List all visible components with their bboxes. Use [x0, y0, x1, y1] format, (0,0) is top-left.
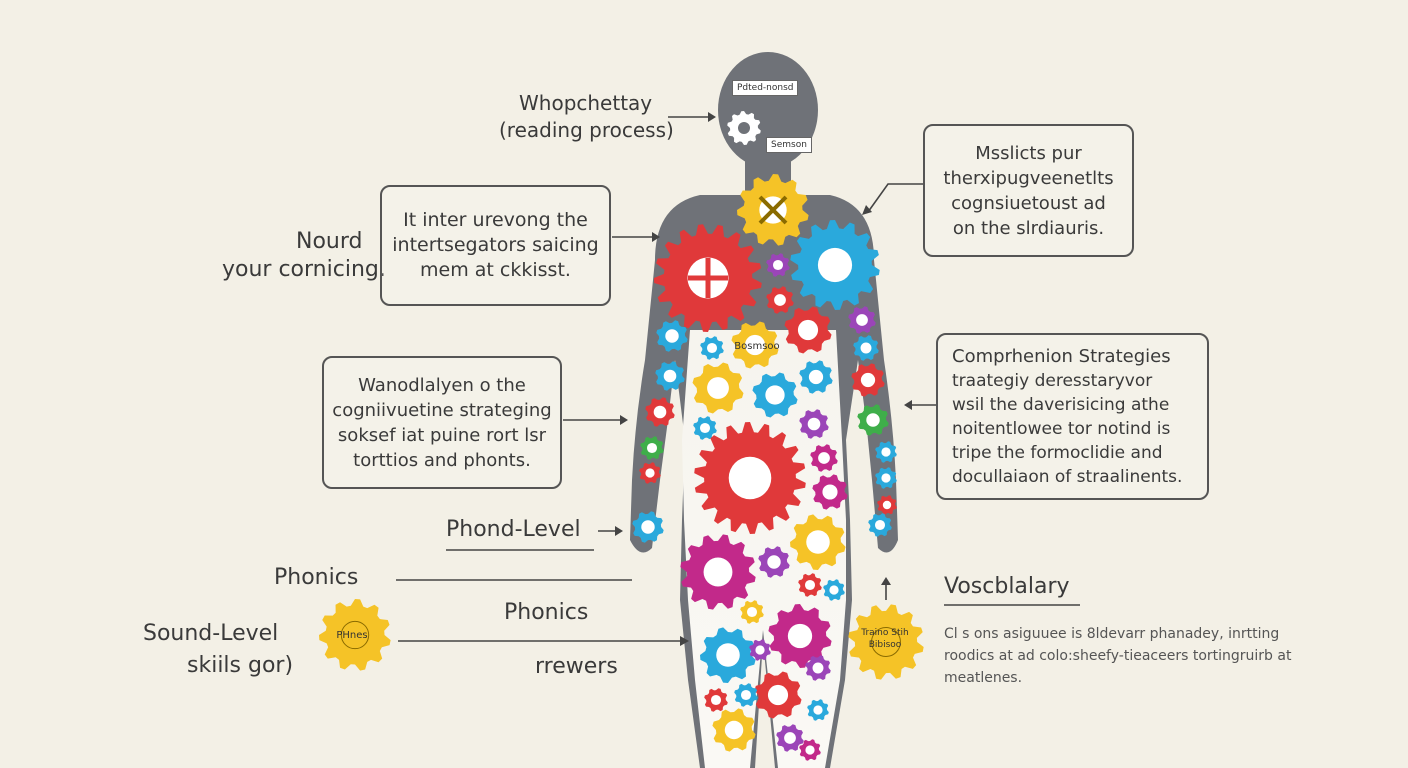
- gear-hole: [746, 606, 758, 618]
- gear-hole: [806, 530, 830, 554]
- gear-hole: [744, 334, 766, 356]
- info-box-1: It inter urevong the intertsegators saic…: [380, 185, 611, 306]
- gear-hole: [860, 372, 876, 388]
- label-phonics-center: Phonics: [504, 600, 589, 625]
- gear-hole: [812, 662, 824, 674]
- gear-hole: [340, 620, 370, 650]
- info-box-2: Wanodlalyen o the cogniivuetine strategi…: [322, 356, 562, 489]
- gear-icon: [319, 599, 391, 671]
- gear-hole: [805, 745, 815, 755]
- head-gear-hole: [738, 122, 750, 134]
- gear-hole: [772, 259, 784, 271]
- box1-line-3: mem at ckkisst.: [420, 259, 571, 281]
- gear-hole: [728, 456, 772, 500]
- gear-hole: [829, 585, 839, 595]
- gear-cluster: [319, 111, 924, 761]
- gear-hole: [663, 369, 677, 383]
- box4-line-2: traategiy deresstaryvor: [952, 370, 1153, 391]
- box2-line-2: cogniivuetine strateging: [332, 399, 552, 421]
- box3-line-2: therxipugveenetlts: [943, 167, 1114, 189]
- label-rrewers: rrewers: [535, 654, 618, 679]
- phonics-gear-label: PHnes: [336, 630, 368, 641]
- info-box-3: Msslicts pur therxipugveenetlts cognsiue…: [923, 124, 1134, 257]
- gear-hole: [866, 413, 880, 427]
- label-vocabulary: Voscblalary: [944, 574, 1070, 599]
- gear-hole: [740, 689, 752, 701]
- gear-hole: [784, 732, 796, 744]
- box1-line-1: It inter urevong the: [403, 209, 588, 231]
- label-your-cornicing: your cornicing.: [222, 257, 386, 282]
- connector-arrows: [396, 112, 1080, 646]
- box2-line-1: Wanodlalyen o the: [358, 374, 526, 396]
- gear-hole: [765, 385, 785, 405]
- box3-line-4: on the slrdiauris.: [952, 217, 1105, 239]
- gear-hole: [641, 520, 655, 534]
- gear-hole: [874, 519, 886, 531]
- gear-hole: [808, 369, 824, 385]
- box3-line-3: cognsiuetoust ad: [951, 192, 1106, 214]
- gear-icon: [848, 604, 924, 680]
- gear-hole: [818, 452, 830, 464]
- gear-hole: [646, 442, 658, 454]
- gear-hole: [724, 720, 744, 740]
- head-tag-top: Pdted-nonsd: [732, 80, 799, 96]
- gear-hole: [665, 329, 679, 343]
- label-phonics-left: Phonics: [274, 565, 359, 590]
- gear-cross-mark: [688, 258, 728, 298]
- gear-hole: [787, 623, 813, 649]
- label-reading-process-title: Whopchettay: [519, 91, 653, 115]
- comprehension-strategies-box: Comprhenion Strategies traategiy deresst…: [936, 333, 1209, 500]
- gear-hole: [699, 422, 711, 434]
- vocabulary-gear-label: Traino Stih Bibisoo: [861, 628, 909, 650]
- gear-hole: [860, 342, 872, 354]
- gear-hole: [817, 247, 853, 283]
- box4-line-4: noitentlowee tor notind is: [952, 418, 1171, 439]
- gear-hole: [822, 484, 838, 500]
- box4-title: Comprhenion Strategies: [952, 345, 1171, 367]
- box4-line-6: docullaiaon of straalinents.: [952, 466, 1183, 487]
- gear-hole: [706, 342, 718, 354]
- box4-line-5: tripe the formoclidie and: [952, 442, 1163, 463]
- gear-hole: [716, 643, 740, 667]
- gear-hole: [813, 705, 823, 715]
- label-nourd: Nourd: [296, 229, 363, 254]
- gear-hole: [856, 314, 868, 326]
- label-reading-process-sub: (reading process): [499, 118, 674, 142]
- gear-hole: [767, 555, 781, 569]
- gear-x-mark: [758, 195, 788, 225]
- gear-hole: [703, 557, 733, 587]
- gear-hole: [653, 405, 667, 419]
- gear-hole: [804, 579, 816, 591]
- gear-hole: [707, 377, 729, 399]
- gear-hole: [755, 645, 765, 655]
- gear-hole: [881, 473, 891, 483]
- label-skills: skiils gor): [187, 653, 294, 678]
- gear-hole: [871, 627, 901, 657]
- gear-hole: [881, 447, 891, 457]
- gear-hole: [882, 500, 892, 510]
- gear-hole: [797, 319, 819, 341]
- vocabulary-description: Cl s ons asiguuee is 8ldevarr phanadey, …: [944, 626, 1292, 686]
- gear-hole: [710, 694, 722, 706]
- box3-line-1: Msslicts pur: [975, 142, 1082, 164]
- torso-gear-label: Bosmsoo: [734, 341, 780, 352]
- box2-line-3: soksef iat puine rort lsr: [337, 424, 547, 446]
- label-sound-level: Sound-Level: [143, 621, 279, 646]
- gear-hole: [645, 468, 655, 478]
- head-tag-side: Semson: [766, 137, 812, 153]
- box2-line-4: torttios and phonts.: [353, 449, 531, 471]
- label-phond-level: Phond-Level: [446, 517, 581, 542]
- gear-hole: [767, 684, 789, 706]
- box1-line-2: intertsegators saicing: [392, 234, 599, 256]
- gear-hole: [774, 294, 786, 306]
- box4-line-3: wsil the daverisicing athe: [952, 394, 1170, 415]
- gear-hole: [807, 417, 821, 431]
